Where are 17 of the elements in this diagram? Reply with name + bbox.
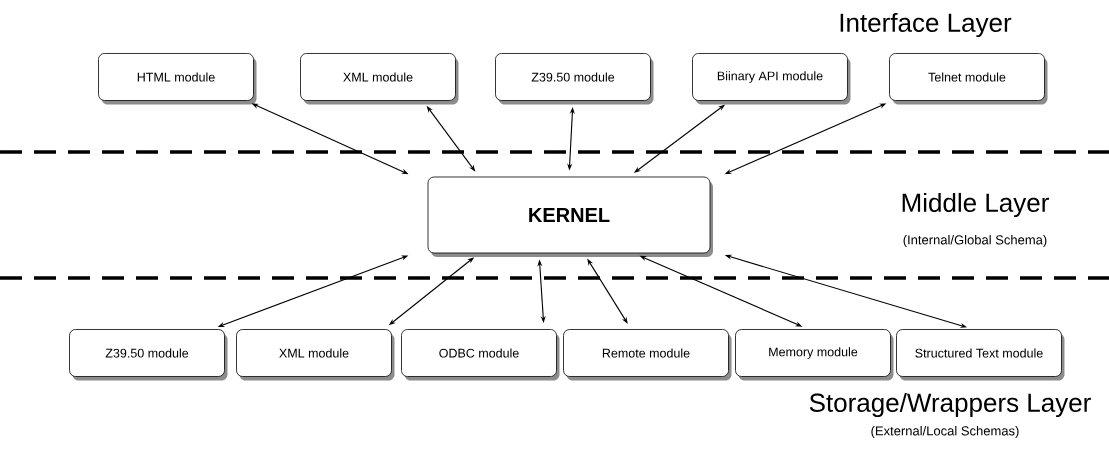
layer-subtitle: (Internal/Global Schema) xyxy=(903,234,1047,248)
module-box: Remote module xyxy=(563,329,732,381)
module-box: Biinary API module xyxy=(692,53,851,105)
module-box: Memory module xyxy=(735,329,894,381)
module-box: Structured Text module xyxy=(896,329,1065,381)
module-box: XML module xyxy=(300,53,459,105)
module-box: XML module xyxy=(236,329,395,381)
layer-title: Middle Layer xyxy=(902,192,1049,218)
layer-subtitle: (External/Local Schemas) xyxy=(871,425,1019,439)
module-box: Telnet module xyxy=(889,53,1048,105)
layer-title: Storage/Wrappers Layer xyxy=(809,392,1091,418)
layer-title: Interface Layer xyxy=(840,12,1012,38)
kernel-box: KERNEL xyxy=(427,176,713,257)
module-box: HTML module xyxy=(98,53,257,105)
module-box: ODBC module xyxy=(401,329,560,381)
module-box: Z39.50 module xyxy=(69,329,228,381)
module-box: Z39.50 module xyxy=(495,53,654,105)
